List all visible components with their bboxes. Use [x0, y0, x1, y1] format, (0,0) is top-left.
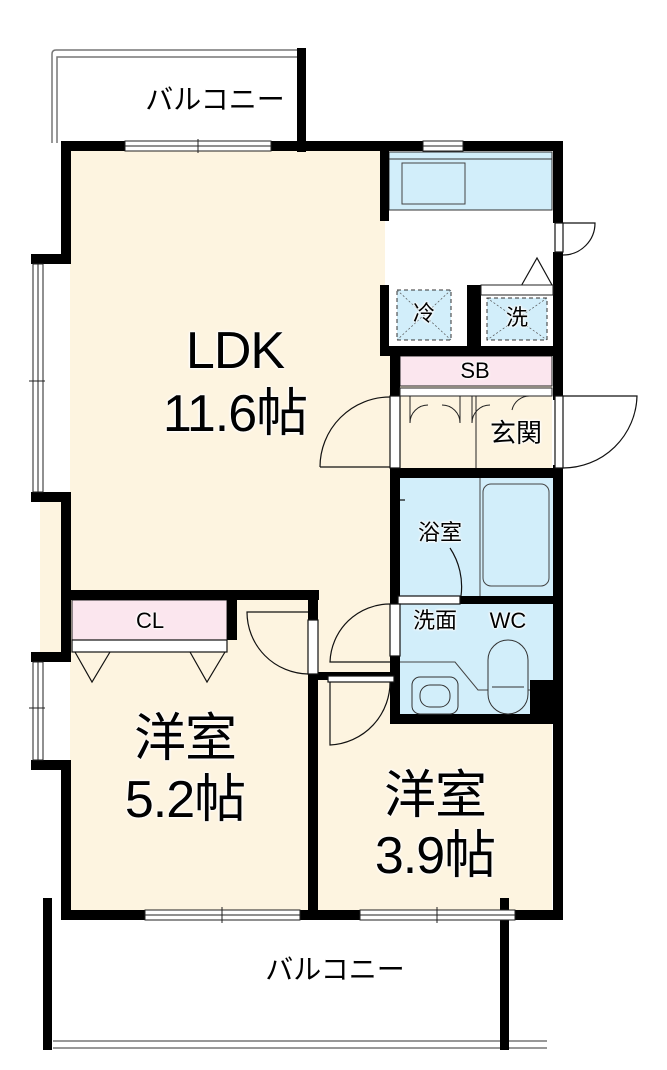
fridge-label: 冷 [412, 301, 435, 326]
balconies [51, 49, 547, 1049]
closet-label: CL [135, 608, 165, 633]
washroom-label: 洗面 [412, 608, 457, 633]
toilet-label: WC [489, 608, 527, 633]
western-right-size: 3.9帖 [374, 827, 496, 885]
balcony-walls [43, 48, 509, 1050]
bathroom-label: 浴室 [417, 520, 462, 545]
entrance-label: 玄関 [489, 418, 542, 448]
windows [29, 139, 516, 923]
bathtub [482, 483, 550, 587]
western-left-name: 洋室 [133, 710, 237, 768]
western-left-size: 5.2帖 [124, 771, 246, 829]
washer-label: 洗 [505, 305, 528, 330]
shoe-box-label: SB [460, 358, 490, 383]
fixtures [396, 284, 554, 715]
ldk-name: LDK [185, 322, 285, 380]
balcony-bottom-label: バルコニー [265, 954, 405, 985]
walls [31, 141, 563, 920]
ldk-size: 11.6帖 [162, 385, 308, 443]
wash-basin [411, 676, 459, 715]
doors [71, 222, 638, 746]
western-right-name: 洋室 [383, 767, 487, 825]
balcony-top-label: バルコニー [145, 84, 285, 115]
toilet [487, 639, 529, 715]
kitchen-sink [401, 162, 466, 205]
